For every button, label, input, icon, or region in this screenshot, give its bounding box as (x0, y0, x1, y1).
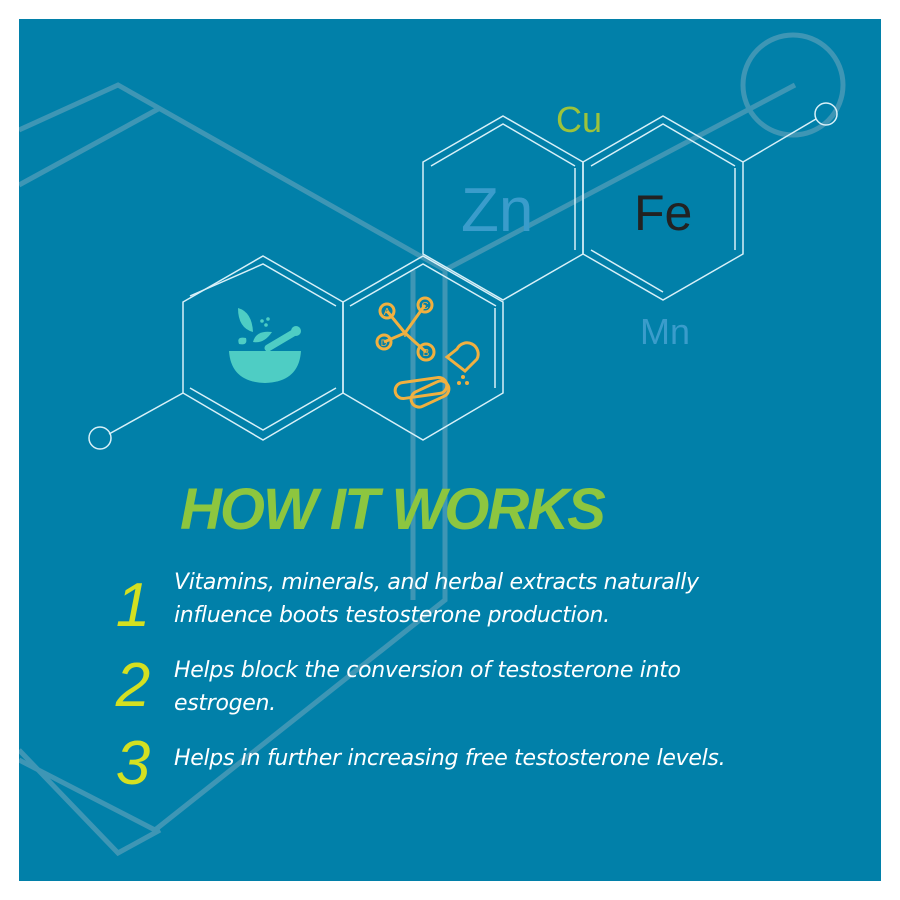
svg-text:V: V (402, 329, 409, 340)
step-number: 1 (115, 571, 151, 640)
svg-text:B: B (423, 348, 430, 359)
mortar-pestle-herbs-icon (229, 308, 301, 383)
end-node-left (88, 426, 112, 450)
hexagon-herbs (182, 255, 344, 441)
step-text: Vitamins, minerals, and herbal extracts … (174, 570, 699, 628)
large-circle (740, 32, 846, 138)
element-mn: Mn (640, 311, 691, 352)
element-cu: Cu (556, 99, 603, 140)
step-number: 3 (115, 729, 151, 798)
hexagon-vitamins (342, 255, 504, 441)
step-text: Helps in further increasing free testost… (174, 746, 726, 771)
element-fe: Fe (634, 185, 693, 241)
svg-text:D: D (381, 338, 388, 348)
end-node-right (814, 102, 838, 126)
background-molecule-lines (19, 32, 846, 857)
card-background (19, 19, 881, 881)
step-number: 2 (115, 651, 151, 720)
vitamin-molecule-capsules-icon: A C V D B (375, 296, 480, 409)
element-zn: Zn (461, 176, 534, 245)
page-title: HOW IT WORKS (180, 477, 606, 542)
svg-text:C: C (421, 301, 428, 312)
step-text: Helps block the conversion of testostero… (174, 658, 681, 716)
hexagon-chain (88, 102, 838, 450)
svg-text:A: A (384, 307, 391, 318)
